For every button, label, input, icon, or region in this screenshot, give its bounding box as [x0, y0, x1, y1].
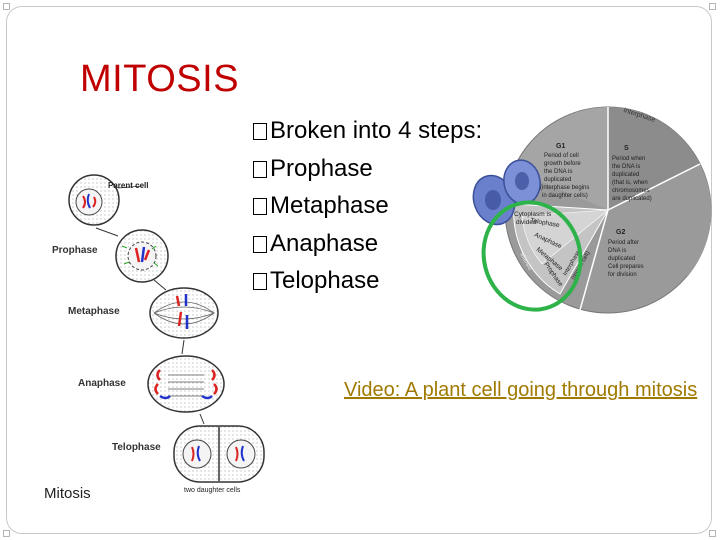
svg-text:the DNA is: the DNA is [612, 164, 640, 170]
mitosis-highlight-circle [481, 200, 583, 312]
bullet-box-icon [253, 160, 267, 178]
bullet-item: Anaphase [253, 225, 482, 263]
svg-text:(interphase begins: (interphase begins [540, 185, 589, 191]
arrow-icon [181, 339, 185, 355]
slide-frame [6, 6, 712, 534]
svg-text:Cell prepares: Cell prepares [608, 264, 644, 270]
bullet-box-icon [253, 198, 267, 215]
mitosis-diagram: Parent cell Prophase Metaphase Anaphase [44, 174, 265, 500]
svg-text:the DNA is: the DNA is [544, 169, 572, 175]
metaphase-cell [149, 287, 219, 339]
bullet-list: Broken into 4 steps: Prophase Metaphase … [253, 112, 482, 300]
svg-text:divided: divided [516, 219, 537, 226]
s-description: Period when the DNA is duplicated (that … [612, 156, 652, 202]
prophase-cell [115, 229, 169, 283]
svg-text:in daughter cells): in daughter cells) [542, 193, 588, 199]
bullet-item: Broken into 4 steps: [253, 112, 482, 150]
corner-handle-bottom-left [3, 530, 10, 537]
svg-text:are duplicated): are duplicated) [612, 196, 652, 202]
g1-description: Period of cell growth before the DNA is … [540, 153, 589, 199]
arrow-icon [199, 413, 205, 425]
arrow-icon [95, 227, 119, 237]
corner-handle-top-left [3, 3, 10, 10]
figure-caption: Mitosis [44, 485, 91, 500]
bullet-box-icon [253, 273, 267, 290]
svg-text:Period after: Period after [608, 240, 639, 246]
arrow-icon [153, 279, 167, 291]
bullet-item: Prophase [253, 150, 482, 188]
stage-label-metaphase: Metaphase [68, 306, 120, 317]
bullet-item: Telophase [253, 262, 482, 300]
telophase-cell [173, 425, 265, 483]
parent-cell [68, 174, 120, 226]
g1-title: G1 [556, 143, 565, 150]
svg-text:(that is, when: (that is, when [612, 180, 648, 186]
svg-text:DNA is: DNA is [608, 248, 626, 254]
anaphase-cell [147, 355, 225, 413]
bullet-box-icon [253, 235, 267, 253]
svg-text:duplicated: duplicated [544, 177, 571, 183]
svg-text:duplicated: duplicated [612, 172, 639, 178]
s-title: S [624, 145, 629, 152]
g2-title: G2 [616, 229, 625, 236]
s-phase-sector [608, 107, 700, 210]
video-link[interactable]: Video: A plant cell going through mitosi… [344, 379, 698, 401]
svg-text:chromosomes: chromosomes [612, 188, 650, 194]
g2-sector [608, 164, 712, 276]
corner-handle-top-right [709, 3, 716, 10]
bullet-item: Metaphase [253, 187, 482, 225]
g1-sector [514, 107, 608, 210]
svg-text:growth before: growth before [544, 161, 581, 167]
stage-label-anaphase: Anaphase [78, 378, 126, 389]
cell-cycle-diagram: Interphase G1 Period of cell growth befo… [472, 106, 712, 314]
parent-leader-line [117, 185, 143, 189]
svg-text:Period of cell: Period of cell [544, 153, 579, 159]
cytokinesis-label: Cytoplasm is divided [514, 211, 552, 226]
svg-text:for division: for division [608, 272, 637, 278]
parent-cell-label: Parent cell [108, 181, 148, 190]
stage-label-telophase: Telophase [112, 442, 161, 453]
bullet-box-icon [253, 123, 267, 140]
stage-label-prophase: Prophase [52, 245, 98, 256]
svg-text:Period when: Period when [612, 156, 645, 162]
corner-handle-bottom-right [709, 530, 716, 537]
svg-text:Cytoplasm is: Cytoplasm is [514, 211, 552, 218]
slide-title: MITOSIS [80, 58, 240, 100]
svg-text:duplicated: duplicated [608, 256, 635, 262]
daughter-cells-label: two daughter cells [184, 487, 241, 494]
g2-description: Period after DNA is duplicated Cell prep… [608, 240, 644, 278]
